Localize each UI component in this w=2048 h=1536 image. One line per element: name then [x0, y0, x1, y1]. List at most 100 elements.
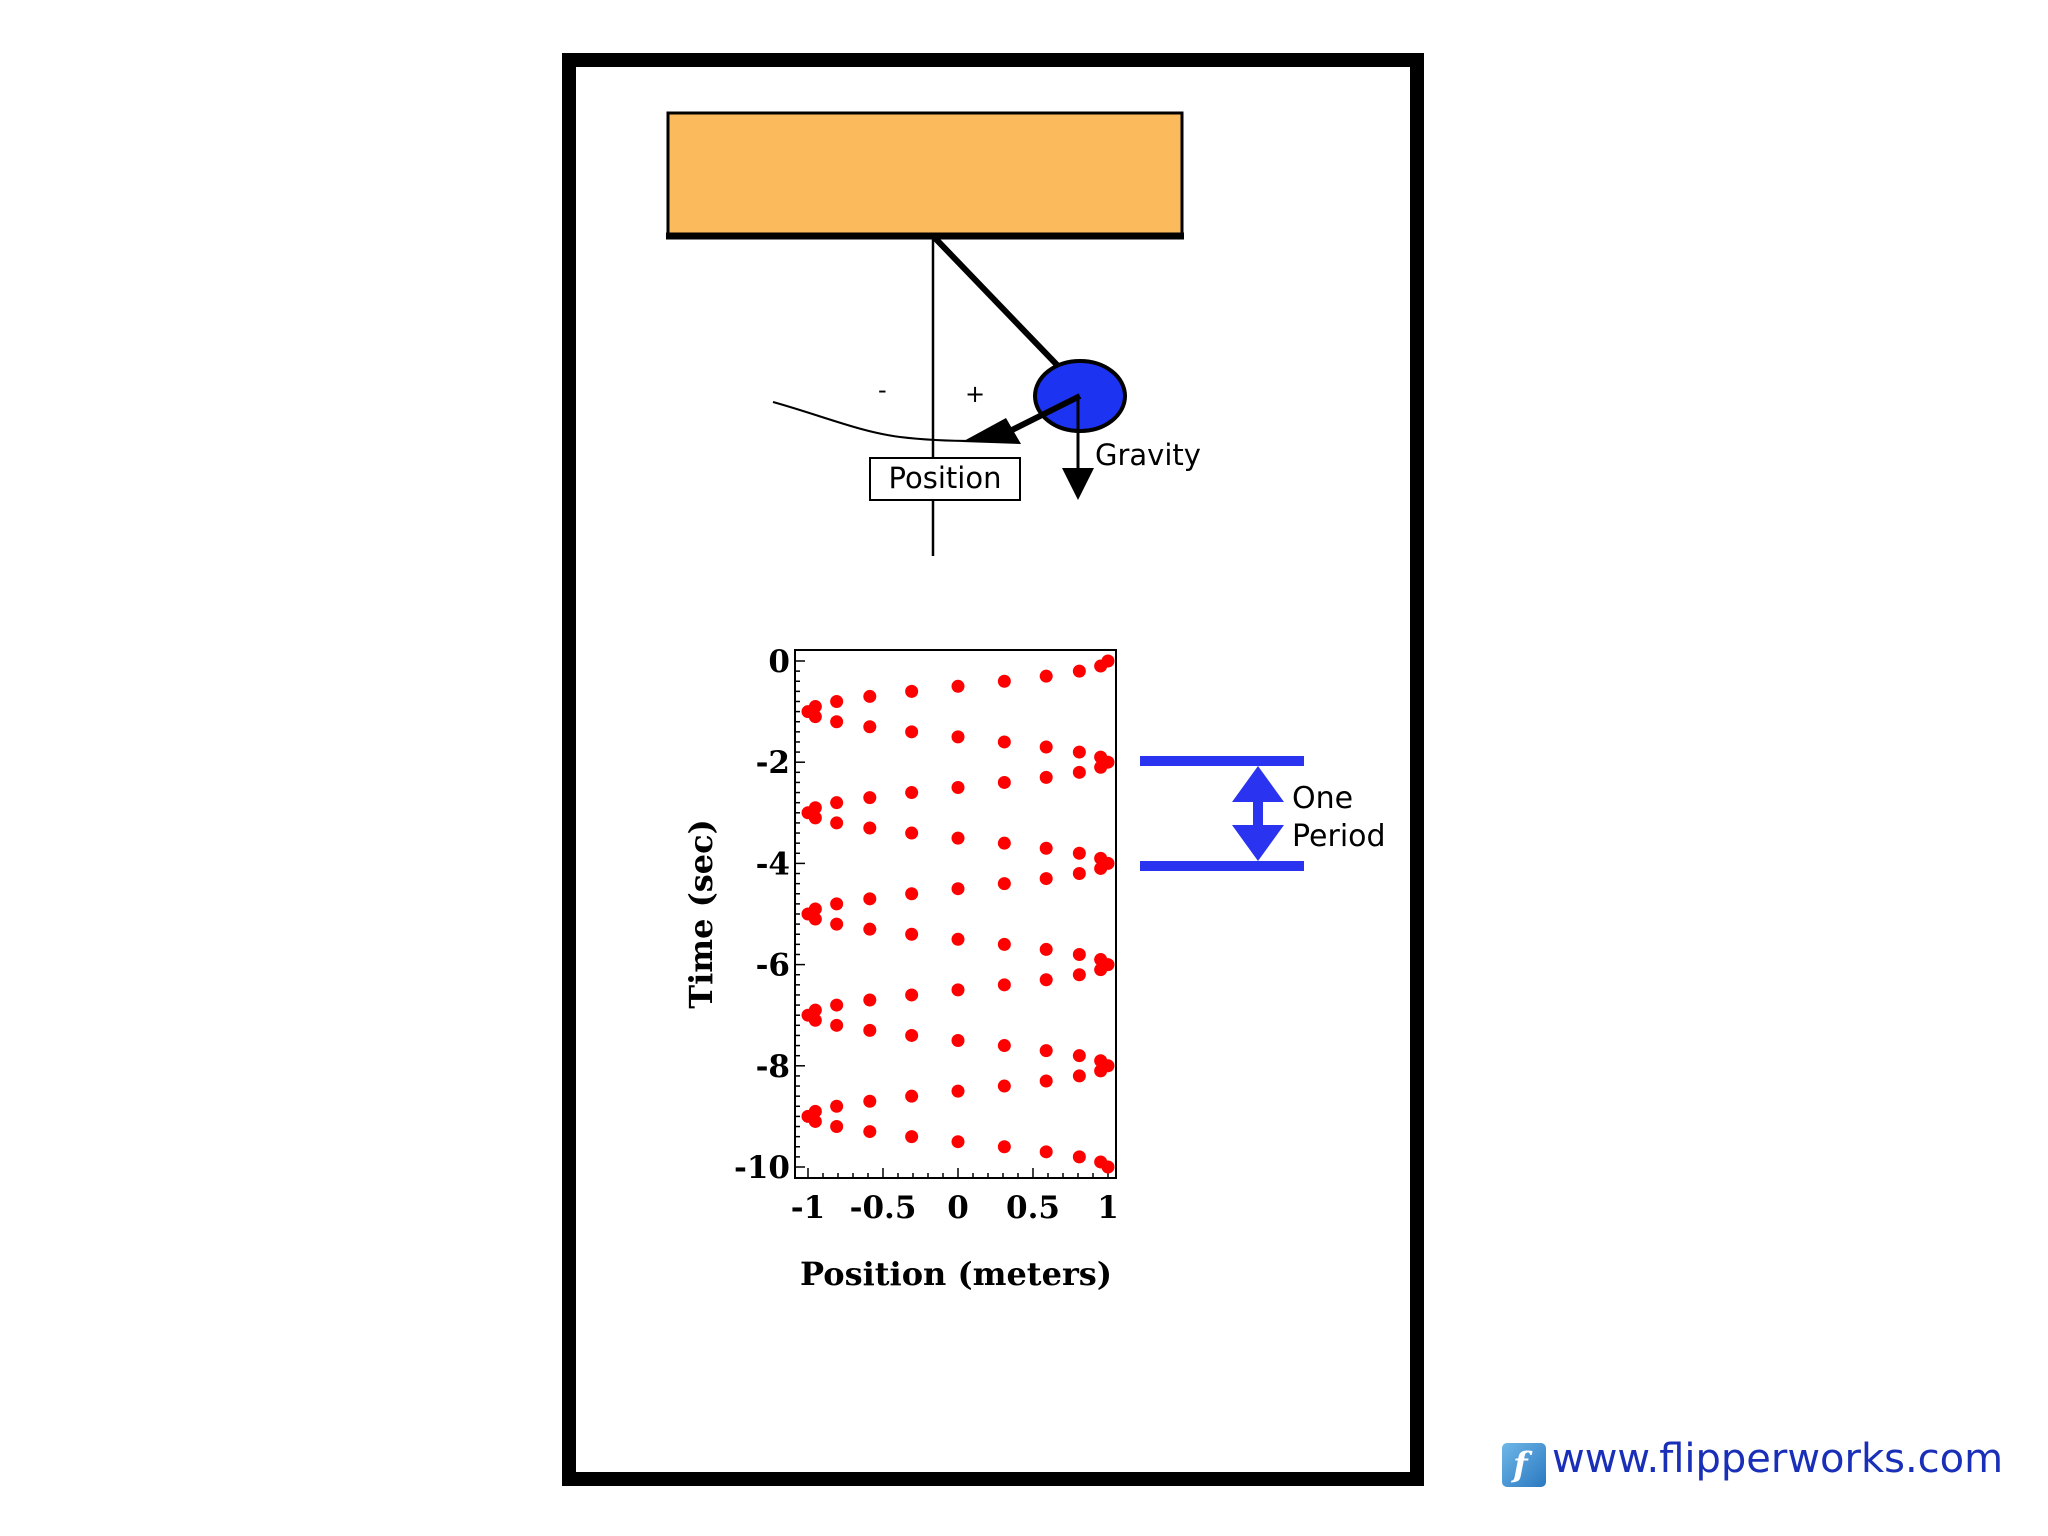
positive-side-label: +	[965, 380, 985, 408]
logo-glyph: f	[1513, 1445, 1528, 1485]
data-point	[951, 781, 965, 794]
data-point	[997, 978, 1011, 992]
x-axis-title: Position (meters)	[800, 1255, 1112, 1293]
data-point	[830, 1099, 844, 1113]
data-point	[997, 735, 1011, 749]
data-point	[1072, 765, 1086, 779]
data-point	[1039, 841, 1053, 855]
data-point	[1072, 745, 1086, 759]
data-point	[1094, 861, 1108, 875]
data-point	[905, 1028, 919, 1042]
data-point	[1072, 968, 1086, 982]
data-point	[951, 1084, 965, 1098]
negative-side-label: -	[878, 376, 887, 404]
data-point	[1072, 867, 1086, 881]
pendulum-support	[666, 111, 1184, 237]
data-point	[863, 689, 877, 703]
y-tick-label: 0	[768, 644, 790, 680]
data-point	[1072, 1150, 1086, 1164]
data-point	[1039, 740, 1053, 754]
data-point	[808, 1013, 822, 1027]
x-tick-label: 0.5	[1006, 1190, 1060, 1226]
data-point	[863, 993, 877, 1007]
data-point	[808, 1114, 822, 1128]
x-tick-label: 0	[947, 1190, 969, 1226]
data-point	[997, 674, 1011, 688]
position-label: Position	[889, 461, 1002, 495]
period-label-line2: Period	[1292, 819, 1386, 854]
data-point	[905, 786, 919, 800]
data-point	[808, 912, 822, 926]
data-point	[905, 1130, 919, 1144]
swing-arc	[772, 401, 976, 442]
data-point	[863, 922, 877, 936]
period-annotation: One Period	[1140, 756, 1386, 871]
data-point	[905, 826, 919, 840]
data-point	[1039, 1074, 1053, 1088]
data-point	[1072, 1049, 1086, 1063]
restoring-force-arrowhead	[962, 418, 1021, 444]
data-point	[997, 775, 1011, 789]
restoring-force-arrow	[998, 393, 1082, 439]
data-point	[863, 791, 877, 805]
data-point	[863, 1023, 877, 1037]
data-point	[1039, 942, 1053, 956]
data-point	[863, 1094, 877, 1108]
data-point	[951, 932, 965, 946]
data-point	[951, 983, 965, 997]
data-point	[951, 679, 965, 693]
flipperworks-logo-icon: f	[1502, 1443, 1546, 1487]
data-point	[830, 694, 844, 708]
data-point	[1101, 1160, 1115, 1174]
data-point	[830, 796, 844, 810]
data-point	[830, 897, 844, 911]
x-tick-label: -1	[791, 1190, 825, 1226]
chart-plot-area	[794, 649, 1117, 1179]
data-point	[1094, 963, 1108, 977]
data-point	[808, 811, 822, 825]
y-tick-label: -4	[756, 846, 790, 882]
data-point	[905, 1089, 919, 1103]
data-point	[951, 730, 965, 744]
period-arrowhead-up	[1232, 766, 1284, 802]
data-point	[905, 988, 919, 1002]
data-point	[863, 892, 877, 906]
y-tick-label: -6	[756, 948, 790, 984]
website-link[interactable]: www.flipperworks.com	[1552, 1436, 2004, 1482]
gravity-arrowhead	[1062, 468, 1094, 500]
data-point	[951, 831, 965, 845]
data-point	[997, 1140, 1011, 1154]
data-point	[1072, 1069, 1086, 1083]
y-tick-label: -2	[756, 745, 790, 781]
data-point	[1072, 947, 1086, 961]
data-point	[951, 882, 965, 896]
gravity-label: Gravity	[1095, 438, 1201, 472]
data-point	[830, 917, 844, 931]
data-point	[997, 877, 1011, 891]
data-point	[1072, 664, 1086, 678]
data-point	[997, 937, 1011, 951]
pendulum-string	[930, 233, 1063, 371]
data-point	[808, 710, 822, 724]
data-point	[1072, 846, 1086, 860]
y-axis-title: Time (sec)	[682, 819, 720, 1008]
x-axis-ticks	[807, 1168, 1109, 1178]
y-axis-ticks	[795, 660, 805, 1168]
data-point	[1039, 872, 1053, 886]
data-point	[1039, 973, 1053, 987]
period-arrowhead-down	[1232, 825, 1284, 861]
data-point	[830, 1120, 844, 1134]
data-point	[951, 1135, 965, 1149]
x-tick-label: 1	[1097, 1190, 1119, 1226]
data-point	[1039, 1145, 1053, 1159]
data-point	[830, 715, 844, 729]
y-tick-label: -10	[734, 1150, 790, 1186]
position-label-box	[869, 457, 1021, 501]
data-point	[905, 684, 919, 698]
data-point	[997, 1079, 1011, 1093]
data-point	[1039, 770, 1053, 784]
